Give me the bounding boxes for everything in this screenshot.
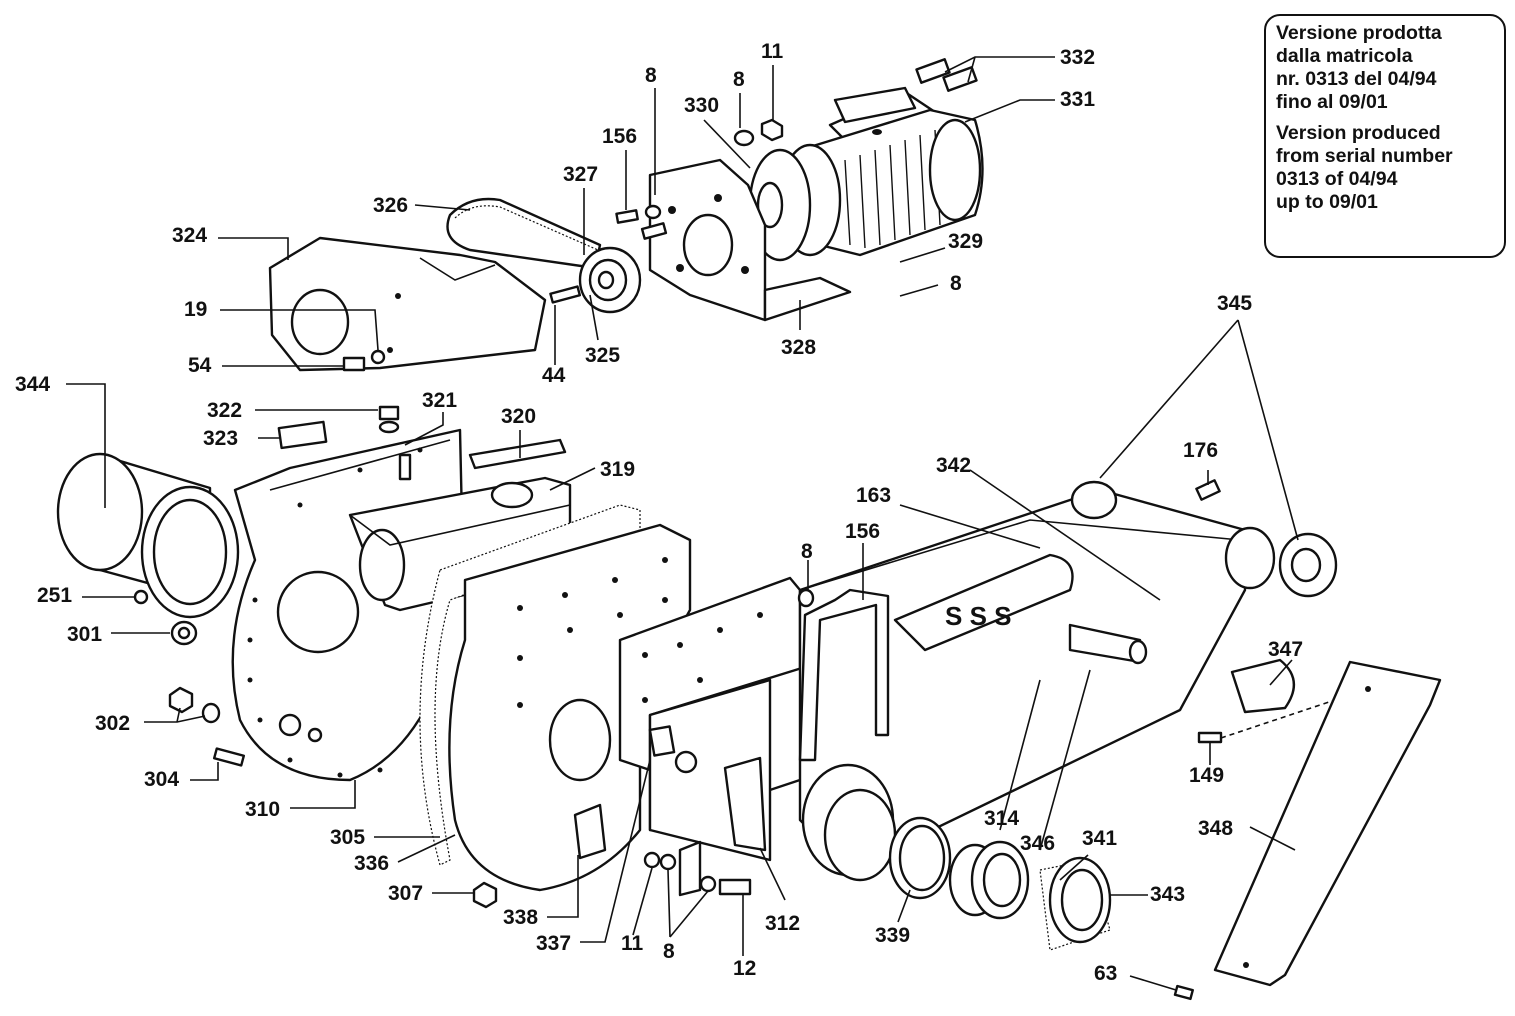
screw-44 bbox=[549, 285, 582, 304]
drive-belt bbox=[446, 197, 602, 270]
part-label: 322 bbox=[207, 399, 242, 422]
screw-149 bbox=[1197, 731, 1223, 744]
part-label: 307 bbox=[388, 882, 423, 905]
part-label: 11 bbox=[621, 932, 644, 955]
version-notice-italian: Versione prodotta dalla matricola nr. 03… bbox=[1276, 22, 1442, 113]
cable-gland-fittings bbox=[915, 58, 978, 92]
nut-and-washer-top bbox=[733, 118, 784, 147]
part-label: 149 bbox=[1189, 764, 1224, 787]
part-label: 323 bbox=[203, 427, 238, 450]
part-label: 301 bbox=[67, 623, 102, 646]
bracket-338 bbox=[573, 803, 607, 860]
part-label: 8 bbox=[645, 64, 657, 87]
part-label: 8 bbox=[733, 68, 745, 91]
part-label: 12 bbox=[733, 957, 756, 980]
ring-339 bbox=[888, 816, 952, 900]
connector-337 bbox=[648, 725, 698, 774]
nut-302 bbox=[168, 686, 221, 724]
part-label: 163 bbox=[856, 484, 891, 507]
part-label: 305 bbox=[330, 826, 365, 849]
air-inlet-tube bbox=[56, 452, 240, 619]
part-label: 156 bbox=[602, 125, 637, 148]
part-label: 338 bbox=[503, 906, 538, 929]
part-label: 332 bbox=[1060, 46, 1095, 69]
nut-307 bbox=[472, 881, 498, 909]
part-label: 342 bbox=[936, 454, 971, 477]
screw-321 bbox=[398, 453, 412, 481]
part-label: 341 bbox=[1082, 827, 1117, 850]
part-label: 324 bbox=[172, 224, 207, 247]
part-label: 8 bbox=[950, 272, 962, 295]
leader-lines bbox=[66, 56, 1299, 991]
label-323 bbox=[277, 420, 328, 450]
part-label: 347 bbox=[1268, 638, 1303, 661]
plug-322 bbox=[378, 405, 400, 434]
washer-8-mid bbox=[797, 588, 815, 608]
part-label: 302 bbox=[95, 712, 130, 735]
screws-11-8-12-bottom bbox=[643, 840, 752, 897]
screw-63 bbox=[1173, 984, 1194, 1001]
part-label: 346 bbox=[1020, 832, 1055, 855]
part-label: 44 bbox=[542, 364, 566, 387]
part-label: 325 bbox=[585, 344, 620, 367]
screw-156-top bbox=[615, 204, 668, 240]
part-label: 343 bbox=[1150, 883, 1185, 906]
part-label: 8 bbox=[801, 540, 813, 563]
nozzle-314-346 bbox=[948, 840, 1030, 920]
part-label: 345 bbox=[1217, 292, 1252, 315]
screw-176 bbox=[1195, 479, 1221, 501]
gasket-305 bbox=[419, 504, 641, 866]
part-label: 337 bbox=[536, 932, 571, 955]
part-label: 310 bbox=[245, 798, 280, 821]
burner-plate bbox=[448, 523, 692, 892]
version-notice-english: Version produced from serial number 0313… bbox=[1276, 122, 1453, 213]
part-label: 312 bbox=[765, 912, 800, 935]
screw-304 bbox=[212, 747, 246, 767]
part-label: 327 bbox=[563, 163, 598, 186]
part-label: 328 bbox=[781, 336, 816, 359]
diffuser-341-343 bbox=[1039, 856, 1112, 951]
part-label: 329 bbox=[948, 230, 983, 253]
motor-bracket bbox=[648, 158, 852, 322]
part-label: 320 bbox=[501, 405, 536, 428]
part-label: 156 bbox=[845, 520, 880, 543]
gasket-320 bbox=[468, 438, 567, 470]
part-label: 54 bbox=[188, 354, 212, 377]
brand-logo: S S S bbox=[945, 601, 1011, 631]
part-label: 314 bbox=[984, 807, 1019, 830]
part-label: 336 bbox=[354, 852, 389, 875]
part-label: 348 bbox=[1198, 817, 1233, 840]
cover-348 bbox=[1213, 660, 1442, 987]
part-number-labels: 332 11 8 8 331 330 156 327 326 324 329 8… bbox=[15, 40, 1303, 985]
part-label: 304 bbox=[144, 768, 179, 791]
clip-347 bbox=[1230, 658, 1295, 714]
screw-54-washer-19 bbox=[342, 349, 386, 372]
pulley bbox=[578, 246, 642, 314]
part-label: 339 bbox=[875, 924, 910, 947]
part-label: 251 bbox=[37, 584, 72, 607]
part-label: 19 bbox=[184, 298, 207, 321]
part-label: 344 bbox=[15, 373, 50, 396]
part-label: 8 bbox=[663, 940, 675, 963]
screw-251 bbox=[133, 589, 149, 605]
nut-301 bbox=[170, 620, 198, 646]
part-label: 176 bbox=[1183, 439, 1218, 462]
part-label: 331 bbox=[1060, 88, 1095, 111]
part-label: 319 bbox=[600, 458, 635, 481]
part-label: 330 bbox=[684, 94, 719, 117]
version-notice-box: Versione prodotta dalla matricola nr. 03… bbox=[1264, 14, 1506, 258]
belt-guard bbox=[268, 236, 547, 372]
part-label: 11 bbox=[761, 40, 784, 63]
washer-345 bbox=[1278, 532, 1338, 598]
part-label: 326 bbox=[373, 194, 408, 217]
electric-motor bbox=[748, 86, 984, 262]
part-label: 63 bbox=[1094, 962, 1117, 985]
part-label: 321 bbox=[422, 389, 457, 412]
